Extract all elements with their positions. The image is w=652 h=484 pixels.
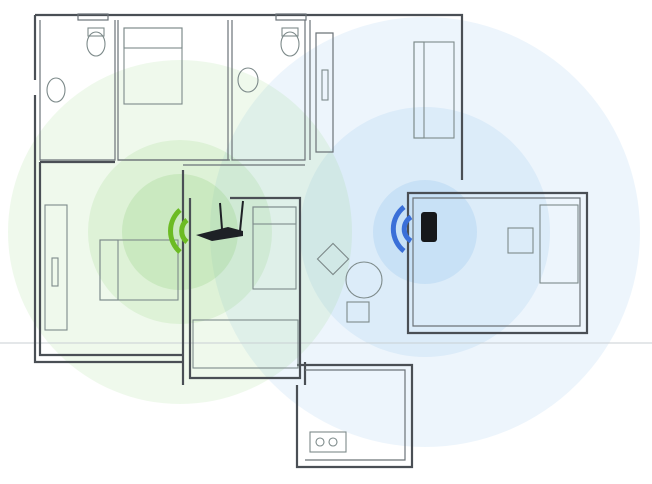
router-icon [196,200,244,241]
walls [33,13,589,469]
wifi-signal-green-icon [168,208,189,254]
wifi-signal-blue-icon [390,205,413,253]
extender-icon [421,212,437,242]
furniture [44,27,579,453]
